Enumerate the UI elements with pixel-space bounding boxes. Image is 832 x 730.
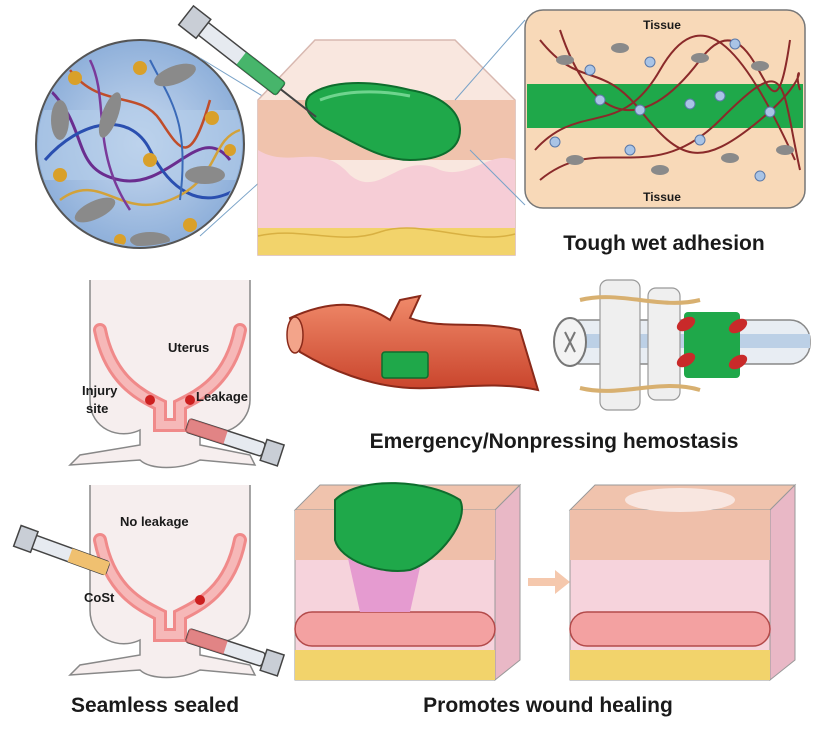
no-leakage-label: No leakage [120,514,189,529]
leakage-label: Leakage [196,389,248,404]
wound-skin-block [257,39,516,256]
emergency-hemostasis-caption: Emergency/Nonpressing hemostasis [370,430,739,453]
wound-block-with-hydrogel [293,482,522,682]
injury-site-label-line1: Injury [82,383,118,398]
uterus-sealed-model: No leakage CoSt [12,485,286,679]
tissue-label-top: Tissue [643,18,681,32]
bone-joint-with-hydrogel [553,279,811,411]
tissue-adhesion-panel: Tissue Tissue [454,9,806,209]
progress-arrow [528,570,570,594]
blood-vessel-with-hydrogel [286,294,540,392]
promotes-wound-healing-caption: Promotes wound healing [423,694,673,717]
injury-site-label-line2: site [86,401,108,416]
tough-wet-adhesion-caption: Tough wet adhesion [563,232,764,255]
healed-skin-block [568,483,797,682]
tissue-label-bottom: Tissue [643,190,681,204]
uterus-injury-model: Uterus Injury site Leakage [68,280,286,469]
polymer-network-magnified-view [35,39,245,249]
cost-label: CoSt [84,590,115,605]
syringe-top [177,4,317,118]
uterus-label: Uterus [168,340,209,355]
seamless-sealed-caption: Seamless sealed [71,694,239,717]
